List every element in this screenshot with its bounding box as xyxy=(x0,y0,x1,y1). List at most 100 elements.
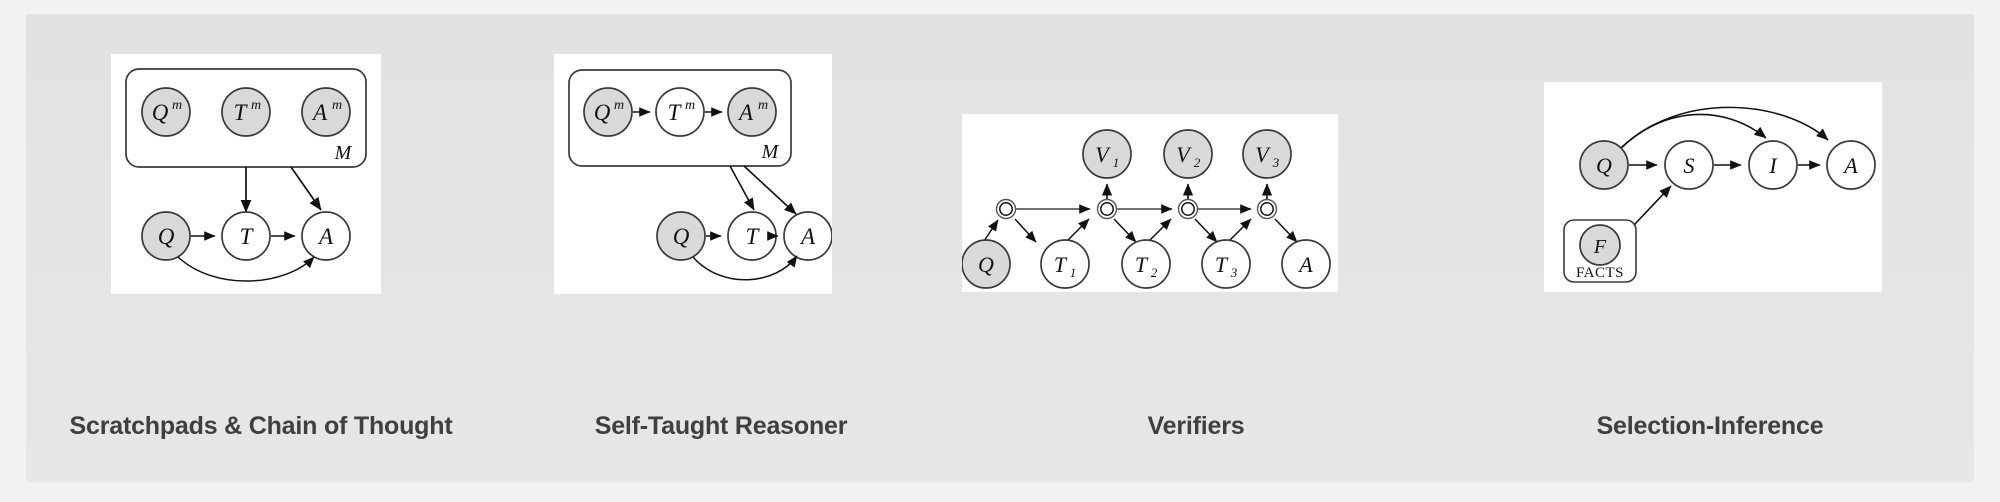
node-sup-Tm: m xyxy=(251,98,261,113)
panel-card-star: M Q m T m A m xyxy=(554,54,832,294)
plate-label-FACTS: FACTS xyxy=(1576,265,1624,281)
node-label-V2: V xyxy=(1176,142,1192,167)
panel-self-taught-reasoner: M Q m T m A m xyxy=(496,14,946,482)
node-Tm: T m xyxy=(221,87,271,137)
node-sub-V3: 3 xyxy=(1272,155,1280,170)
caption-verifiers: Verifiers xyxy=(1147,412,1245,440)
plate-FACTS xyxy=(1563,219,1637,283)
edge-plate-to-A xyxy=(290,166,322,211)
node-state-S1 xyxy=(1096,198,1118,220)
node-T2: T 2 xyxy=(1121,239,1171,289)
node-T3: T 3 xyxy=(1201,239,1251,289)
edge-S1-to-T2 xyxy=(1113,218,1137,243)
node-Q: Q xyxy=(1579,140,1629,190)
diagram-verifiers: V 1 V 2 V 3 xyxy=(962,129,1331,289)
panel-scratchpads-chain-of-thought: M Q m T m A m xyxy=(26,14,496,482)
node-state-S2 xyxy=(1177,198,1199,220)
diagram-scratchpads: M Q m T m A m xyxy=(125,68,367,282)
node-Tm: T m xyxy=(655,87,705,137)
panel-card-scratchpads: M Q m T m A m xyxy=(111,54,381,294)
edge-plate-to-T xyxy=(729,165,755,211)
edge-Q-to-A-curved xyxy=(692,255,798,281)
node-label-F: F xyxy=(1593,236,1607,258)
node-label-T2: T xyxy=(1135,252,1149,277)
node-label-Am: A xyxy=(737,100,754,125)
node-V3: V 3 xyxy=(1242,129,1292,179)
node-F: F xyxy=(1579,224,1621,266)
node-label-T: T xyxy=(746,224,761,249)
node-Am: A m xyxy=(727,87,777,137)
node-label-A: A xyxy=(1297,252,1313,277)
node-sup-Tm: m xyxy=(685,98,695,113)
edge-S0-to-T1 xyxy=(1014,218,1037,243)
panel-verifiers: V 1 V 2 V 3 xyxy=(946,14,1446,482)
node-label-Qm: Q xyxy=(152,100,169,125)
node-label-S: S xyxy=(1684,153,1695,178)
edge-S3-to-A xyxy=(1274,218,1298,243)
node-state-S3 xyxy=(1256,198,1278,220)
panel-card-selection-inference: Q S I A xyxy=(1544,82,1882,292)
node-A: A xyxy=(783,211,832,261)
plate-label-M: M xyxy=(761,141,780,163)
node-sup-Qm: m xyxy=(614,98,624,113)
edge-Q-to-A-curved xyxy=(177,256,315,282)
edge-S2-to-T3 xyxy=(1194,218,1218,243)
node-Q: Q xyxy=(962,239,1011,289)
node-label-Q: Q xyxy=(978,252,994,277)
node-A: A xyxy=(1281,239,1331,289)
node-V1: V 1 xyxy=(1082,129,1132,179)
node-label-Q: Q xyxy=(673,224,690,249)
node-label-Tm: T xyxy=(234,100,249,125)
node-S: S xyxy=(1664,140,1714,190)
figure-root: M Q m T m A m xyxy=(26,14,1974,482)
node-sub-V2: 2 xyxy=(1194,155,1201,170)
node-A: A xyxy=(1826,140,1876,190)
caption-scratchpads: Scratchpads & Chain of Thought xyxy=(69,412,453,440)
node-label-A: A xyxy=(317,224,334,249)
edge-plate-to-A xyxy=(743,165,797,215)
node-Q: Q xyxy=(141,211,191,261)
node-label-Tm: T xyxy=(668,100,683,125)
node-label-V3: V xyxy=(1255,142,1271,167)
node-label-Q: Q xyxy=(1596,153,1612,178)
node-I: I xyxy=(1748,140,1798,190)
edge-Q-to-A-curved xyxy=(1619,106,1829,150)
node-T: T xyxy=(221,211,271,261)
node-sub-V1: 1 xyxy=(1113,155,1120,170)
diagram-star: M Q m T m A m xyxy=(568,69,832,281)
node-label-A: A xyxy=(1842,153,1858,178)
panel-container: M Q m T m A m xyxy=(26,14,1974,482)
node-sup-Am: m xyxy=(332,98,342,113)
node-sub-T1: 1 xyxy=(1070,265,1077,280)
node-T: T xyxy=(727,211,777,261)
node-Am: A m xyxy=(301,87,351,137)
node-label-I: I xyxy=(1768,153,1778,178)
node-V2: V 2 xyxy=(1163,129,1213,179)
caption-selection-inference: Selection-Inference xyxy=(1596,412,1824,440)
node-label-T: T xyxy=(240,224,255,249)
node-label-T1: T xyxy=(1054,252,1068,277)
edge-F-to-S xyxy=(1633,185,1672,226)
panel-selection-inference: Q S I A xyxy=(1446,14,1974,482)
node-sup-Am: m xyxy=(758,98,768,113)
node-label-V1: V xyxy=(1095,142,1111,167)
node-T1: T 1 xyxy=(1040,239,1090,289)
node-label-Am: A xyxy=(311,100,328,125)
diagram-selection-inference: Q S I A xyxy=(1563,106,1876,283)
node-sub-T2: 2 xyxy=(1151,265,1158,280)
node-state-S0 xyxy=(995,198,1017,220)
panel-card-verifiers: V 1 V 2 V 3 xyxy=(962,114,1338,292)
plate-label-M: M xyxy=(334,142,353,164)
node-label-A: A xyxy=(799,224,816,249)
node-label-Qm: Q xyxy=(594,100,611,125)
node-label-T3: T xyxy=(1215,252,1229,277)
node-A: A xyxy=(301,211,351,261)
caption-self-taught-reasoner: Self-Taught Reasoner xyxy=(594,412,848,440)
plate-M xyxy=(568,69,792,167)
node-Qm: Q m xyxy=(583,87,633,137)
node-sup-Qm: m xyxy=(172,98,182,113)
node-Qm: Q m xyxy=(141,87,191,137)
node-Q: Q xyxy=(656,211,706,261)
node-label-Q: Q xyxy=(158,224,175,249)
node-sub-T3: 3 xyxy=(1230,265,1238,280)
